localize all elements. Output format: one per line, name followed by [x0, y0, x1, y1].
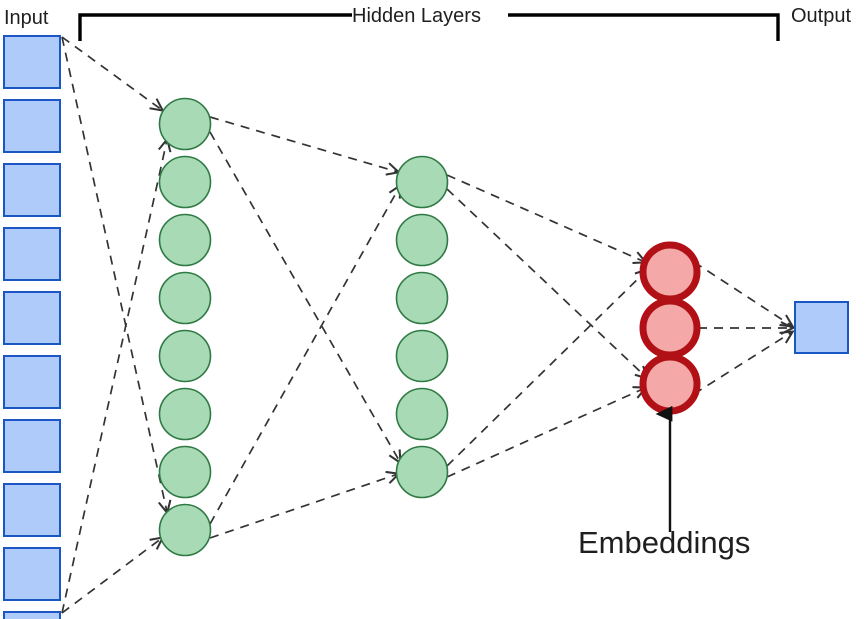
input-layer-node-4: [3, 227, 61, 281]
input-layer-node-5: [3, 291, 61, 345]
hidden-layer-2-node-5: [395, 387, 449, 441]
edge-emb-top-to-output: [693, 261, 792, 326]
edge-h2-bottom-to-emb-top: [446, 270, 647, 467]
hidden-layer-1-node-4: [158, 271, 212, 325]
embedding-layer-node-3: [639, 353, 701, 415]
embeddings-label: Embeddings: [578, 525, 751, 560]
output-label: Output: [791, 5, 852, 27]
hidden-layer-2-node-3: [395, 271, 449, 325]
hidden-layer-2-node-1: [395, 155, 449, 209]
input-label: Input: [4, 7, 49, 29]
hidden-layer-2-node-4: [395, 329, 449, 383]
edge-emb-bottom-to-output: [693, 332, 792, 395]
edge-h2-bottom-to-emb-bottom: [446, 388, 645, 478]
output-layer-node-1: [794, 301, 849, 354]
hidden-layer-1-node-7: [158, 445, 212, 499]
edge-h1-bottom-to-h2-top: [209, 186, 400, 525]
input-layer-node-2: [3, 99, 61, 153]
layer-nodes: [3, 35, 849, 619]
hidden-layer-1-node-8: [158, 503, 212, 557]
hidden-layer-1-node-5: [158, 329, 212, 383]
edge-h2-top-to-emb-bottom: [446, 188, 647, 378]
embedding-layer-node-2: [639, 297, 701, 359]
edge-h1-top-to-h2-top: [209, 116, 398, 172]
embedding-layer-node-1: [639, 241, 701, 303]
input-layer-node-10: [3, 611, 61, 619]
input-layer-node-3: [3, 163, 61, 217]
edge-input-top-to-h1-top: [61, 36, 162, 110]
input-layer-node-6: [3, 355, 61, 409]
edge-input-top-to-h1-bottom: [61, 36, 167, 512]
hidden-layer-1-node-3: [158, 213, 212, 267]
hidden-layers-bracket: [78, 13, 780, 41]
bracket-left-leg: [78, 13, 352, 41]
hidden-layer-1-node-2: [158, 155, 212, 209]
edge-input-bottom-to-h1-bottom: [61, 538, 162, 614]
edge-input-bottom-to-h1-top: [61, 140, 167, 614]
input-layer-node-8: [3, 483, 61, 537]
hidden-layer-2-node-2: [395, 213, 449, 267]
connection-edges: [61, 36, 792, 614]
hidden-layer-1-node-6: [158, 387, 212, 441]
hidden-layers-label: Hidden Layers: [352, 5, 481, 27]
edge-h1-top-to-h2-bottom: [209, 131, 400, 462]
edge-h2-top-to-emb-top: [446, 174, 645, 262]
input-layer-node-9: [3, 547, 61, 601]
edge-h1-bottom-to-h2-bottom: [209, 474, 398, 539]
input-layer-node-1: [3, 35, 61, 89]
input-layer-node-7: [3, 419, 61, 473]
hidden-layer-1-node-1: [158, 97, 212, 151]
bracket-right-leg: [508, 13, 780, 41]
hidden-layer-2-node-6: [395, 445, 449, 499]
